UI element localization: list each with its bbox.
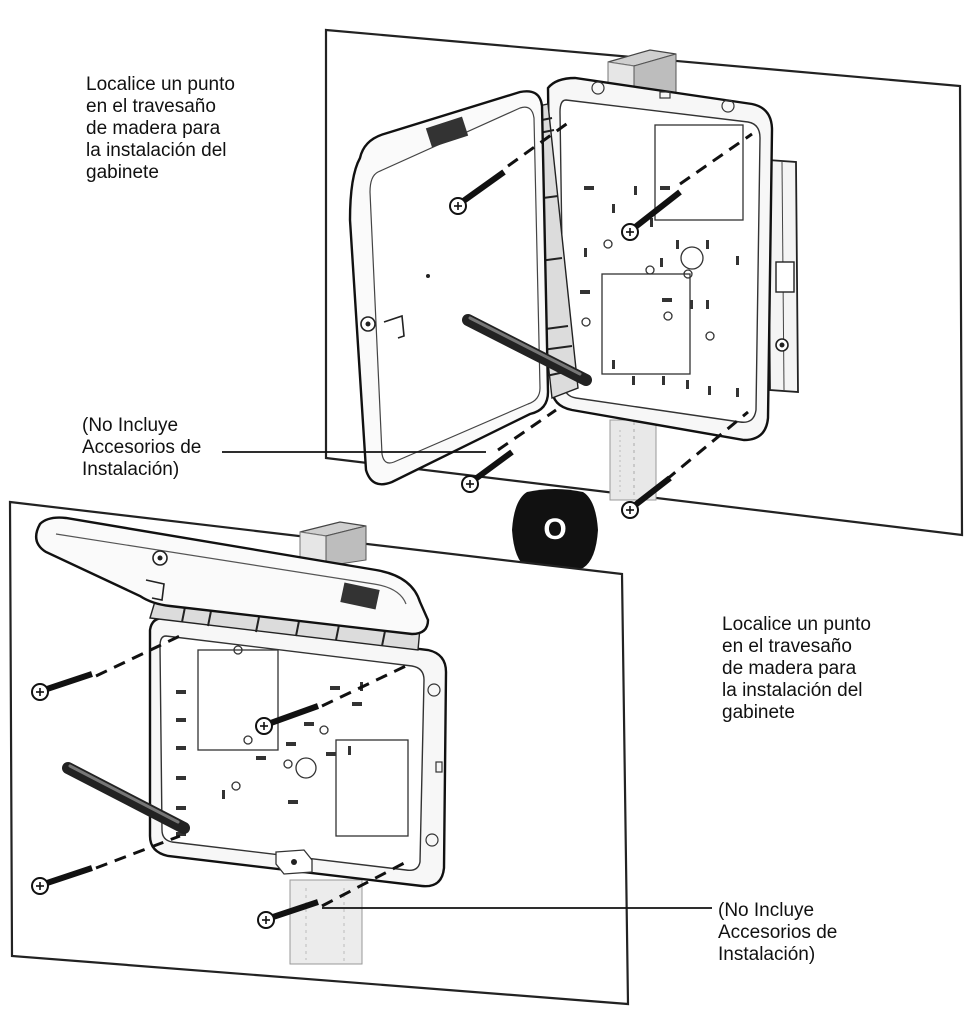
bottom-screw-lower-left [31, 865, 93, 895]
top-screw-center [621, 189, 682, 241]
bottom-open-lid [34, 516, 430, 636]
top-option-illustration [222, 28, 964, 537]
top-not-included-note: (No Incluye Accesorios de Instalación) [82, 415, 202, 480]
bottom-screw-center [255, 703, 320, 735]
bottom-locate-stud-instruction: Localice un punto en el travesaño de mad… [722, 614, 871, 723]
top-locate-stud-instruction: Localice un punto en el travesaño de mad… [86, 74, 235, 183]
bottom-wood-stud [289, 521, 367, 965]
bottom-alignment-lines [95, 632, 411, 908]
top-screwdriver [462, 314, 592, 386]
top-screw-upper-left [449, 169, 506, 215]
top-screw-lower-left [461, 449, 514, 493]
or-badge-label: O [543, 513, 567, 546]
or-badge-shape [512, 489, 598, 571]
top-open-door [348, 90, 550, 486]
top-alignment-lines [497, 118, 753, 482]
bottom-cabinet-box [148, 616, 448, 888]
bottom-not-included-note: (No Incluye Accesorios de Instalación) [718, 900, 838, 965]
bottom-screw-upper-left [31, 671, 93, 701]
top-cabinet-box [546, 76, 774, 442]
bottom-screw-lower-right [257, 899, 319, 929]
bottom-option-illustration [8, 500, 712, 1006]
top-screw-lower-right [621, 475, 672, 519]
bottom-screwdriver [62, 762, 190, 834]
top-mounting-rail [767, 159, 799, 393]
